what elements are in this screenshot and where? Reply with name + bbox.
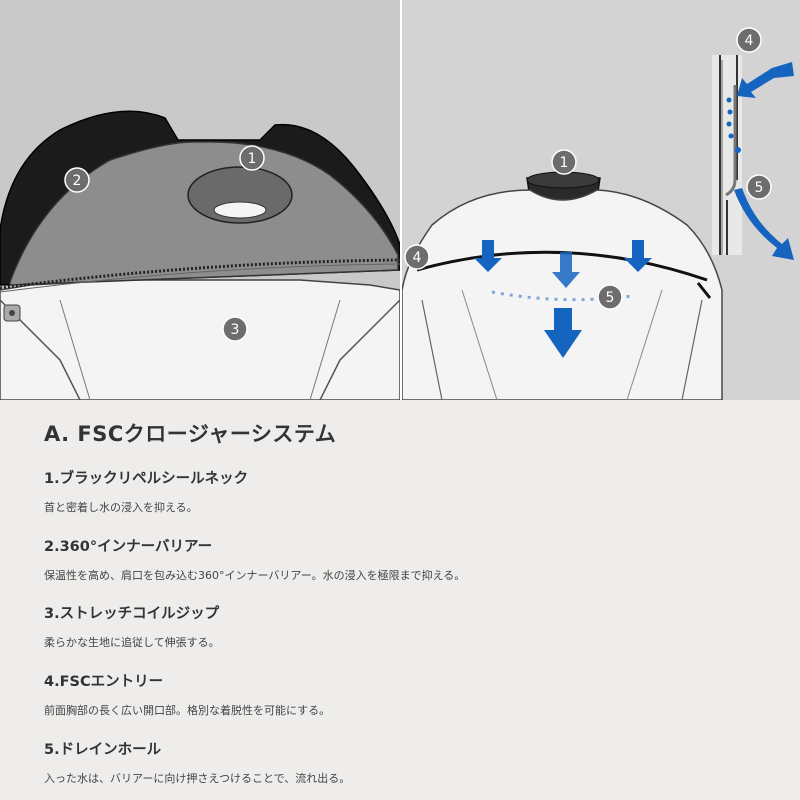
water-flow-illustration: 1 4 5 4 5	[402, 27, 794, 400]
svg-text:1: 1	[560, 155, 569, 171]
feature-desc: 保温性を高め、肩口を包み込む360°インナーバリアー。水の浸入を極限まで抑える。	[44, 569, 466, 582]
svg-text:2: 2	[73, 173, 82, 189]
marker-1-right: 1	[551, 149, 577, 175]
feature-item-1: 1.ブラックリペルシールネック 首と密着し水の浸入を抑える。	[44, 467, 248, 515]
feature-title: 4.FSCエントリー	[44, 674, 164, 690]
svg-text:3: 3	[231, 322, 240, 338]
feature-title: 1.ブラックリペルシールネック	[44, 471, 249, 487]
marker-4-inset: 4	[736, 27, 762, 53]
feature-desc: 入った水は、バリアーに向け押さえつけることで、流れ出る。	[44, 772, 351, 785]
feature-item-3: 3.ストレッチコイルジップ 柔らかな生地に追従して伸張する。	[44, 602, 220, 650]
right-illustration-panel: 1 4 5 4 5	[402, 0, 800, 400]
svg-text:4: 4	[745, 33, 754, 49]
marker-2-left: 2	[64, 167, 90, 193]
feature-desc: 柔らかな生地に追従して伸張する。	[44, 636, 220, 649]
feature-title: 5.ドレインホール	[44, 742, 162, 758]
inner-barrier-illustration: 1 2 3	[0, 110, 400, 400]
marker-1-left: 1	[239, 145, 265, 171]
drain-inset	[712, 55, 794, 260]
svg-text:5: 5	[755, 180, 764, 196]
left-illustration-panel: 1 2 3	[0, 0, 400, 400]
marker-4-right: 4	[404, 244, 430, 270]
marker-5-right: 5	[597, 284, 623, 310]
svg-text:5: 5	[606, 290, 615, 306]
illustration-area: 1 2 3	[0, 0, 800, 400]
feature-item-4: 4.FSCエントリー 前面胸部の長く広い開口部。格別な着脱性を可能にする。	[44, 670, 330, 718]
feature-desc: 前面胸部の長く広い開口部。格別な着脱性を可能にする。	[44, 704, 331, 717]
feature-item-2: 2.360°インナーバリアー 保温性を高め、肩口を包み込む360°インナーバリア…	[44, 535, 465, 583]
feature-title: 3.ストレッチコイルジップ	[44, 606, 220, 622]
feature-item-5: 5.ドレインホール 入った水は、バリアーに向け押さえつけることで、流れ出る。	[44, 738, 350, 786]
marker-5-inset: 5	[746, 174, 772, 200]
feature-desc: 首と密着し水の浸入を抑える。	[44, 501, 198, 514]
svg-text:1: 1	[248, 151, 257, 167]
feature-title: 2.360°インナーバリアー	[44, 539, 213, 555]
panel-divider	[400, 0, 402, 400]
svg-text:4: 4	[413, 250, 422, 266]
marker-3-left: 3	[222, 316, 248, 342]
section-title: A. FSCクロージャーシステム	[44, 422, 337, 446]
